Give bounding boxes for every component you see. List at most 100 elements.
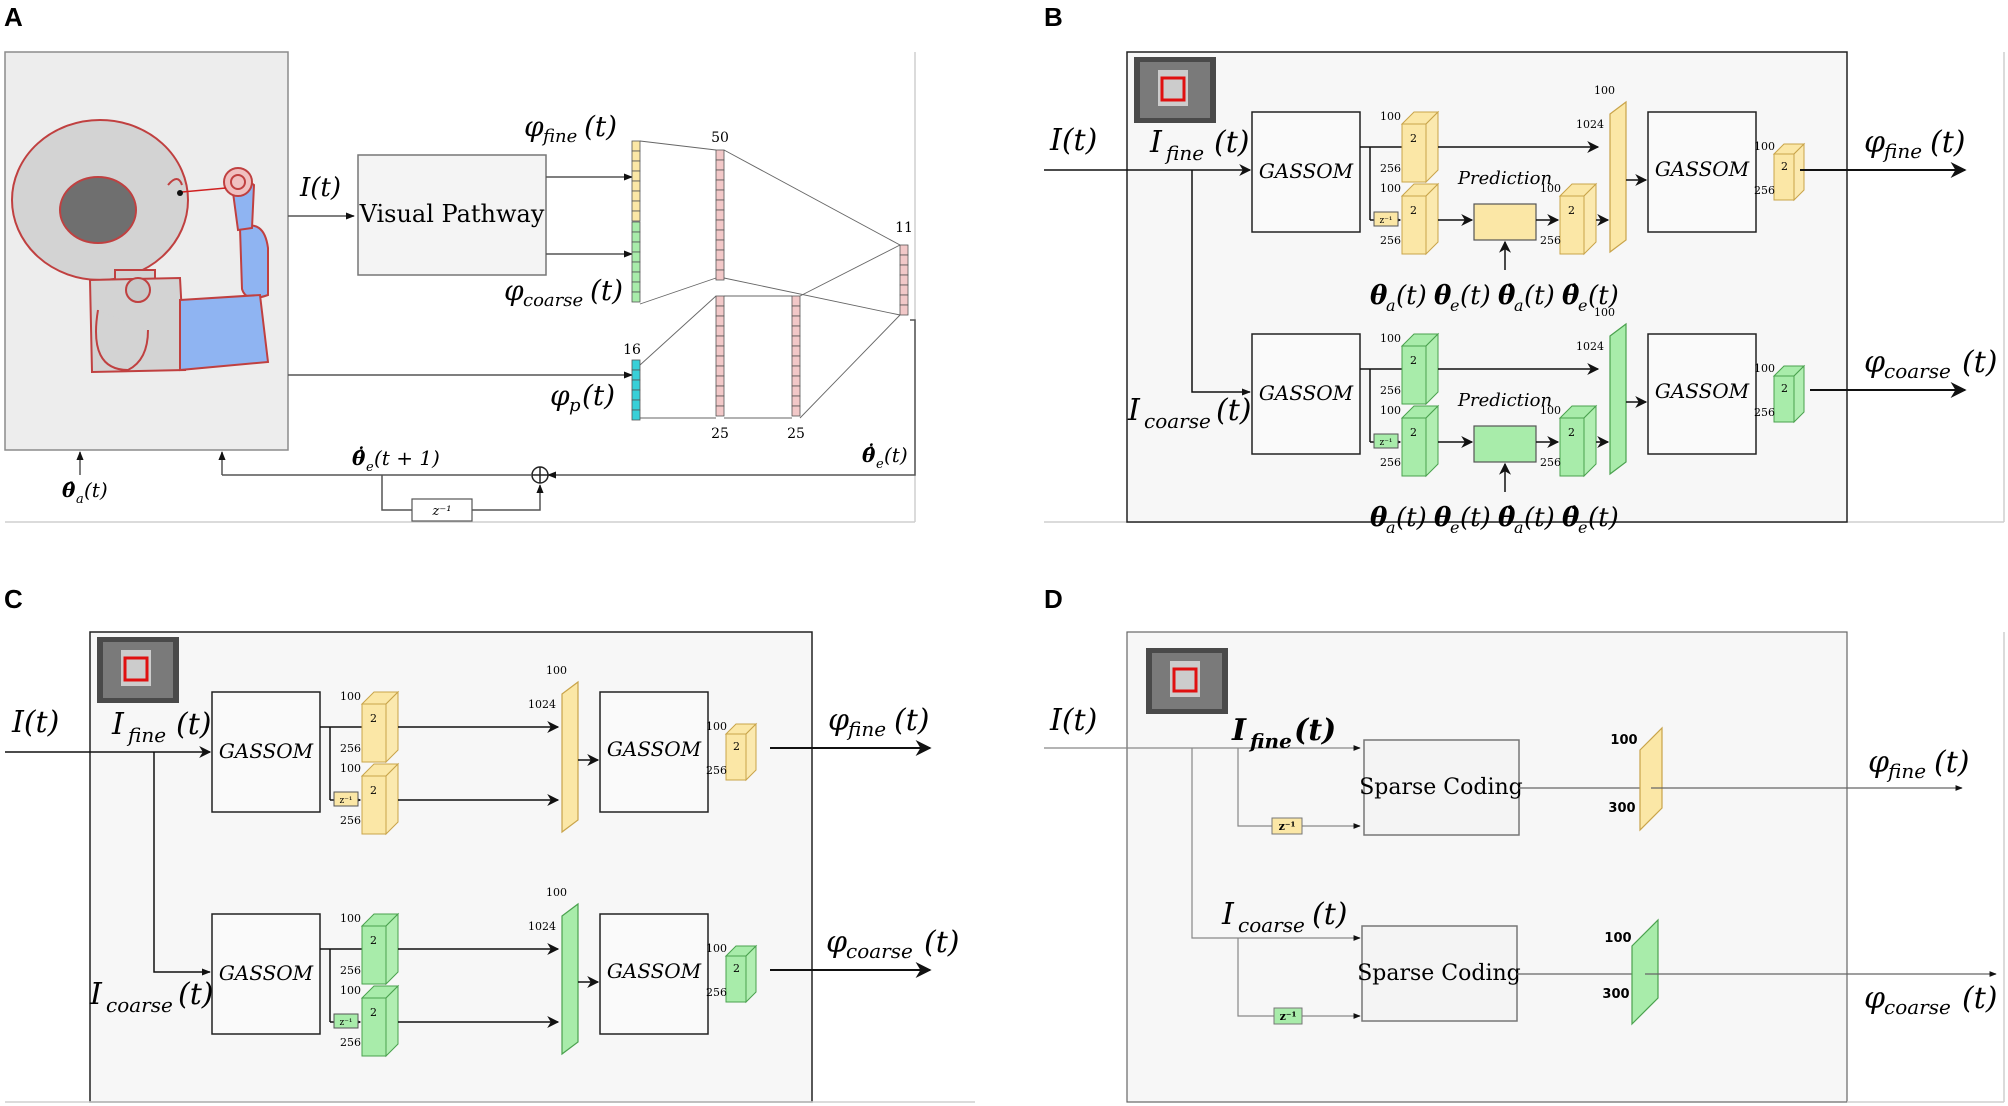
neuron-cell bbox=[899, 294, 909, 306]
d-phi-fine-label: φ fine (t) bbox=[1868, 745, 1969, 783]
robot-illustration bbox=[11, 119, 270, 374]
gassom-box-1 bbox=[1251, 333, 1361, 455]
cube-depth-label: 2 bbox=[370, 784, 377, 797]
svg-text:fine: fine bbox=[1164, 141, 1204, 165]
gassom-label-2: GASSOM bbox=[1655, 379, 1750, 403]
neuron-cell bbox=[715, 385, 725, 397]
svg-text:(t): (t) bbox=[84, 478, 108, 502]
theta-symbol: θ̇ bbox=[1562, 281, 1580, 311]
gassom-label-2: GASSOM bbox=[1655, 157, 1750, 181]
theta-arg: (t) bbox=[1460, 503, 1491, 533]
feature-cube-current bbox=[360, 912, 400, 986]
svg-text:φ: φ bbox=[828, 703, 849, 738]
theta-symbol: θ bbox=[1434, 503, 1452, 533]
cube-front bbox=[361, 997, 387, 1057]
cube-width-label: 256 bbox=[706, 986, 727, 999]
svg-text:(t): (t) bbox=[584, 110, 617, 143]
cube-height-label: 100 bbox=[340, 912, 361, 925]
concat-feature-slab bbox=[561, 680, 579, 834]
slab-top-label: 100 bbox=[1594, 306, 1615, 319]
cube-height-label: 100 bbox=[706, 720, 727, 733]
cube-side bbox=[745, 722, 757, 782]
gassom-box-2 bbox=[599, 691, 709, 813]
delay-chip bbox=[333, 791, 359, 807]
panel-b: B I(t) I fine (t) I coarse (t) GASSOMz⁻¹… bbox=[1044, 2, 2005, 537]
neuron-cell bbox=[715, 335, 725, 347]
neuron-cell bbox=[899, 264, 909, 276]
a-phi-coarse-label: φ coarse (t) bbox=[504, 274, 623, 311]
svg-text:fine: fine bbox=[1882, 139, 1922, 163]
theta-symbol: θ bbox=[1370, 281, 1388, 311]
svg-text:coarse: coarse bbox=[1884, 359, 1951, 383]
cube-side bbox=[1425, 332, 1439, 406]
svg-text:(t): (t) bbox=[894, 703, 929, 738]
svg-text:(t): (t) bbox=[1312, 897, 1347, 932]
neuron-cell bbox=[791, 305, 801, 317]
cube-side bbox=[385, 984, 399, 1058]
neuron-cell bbox=[791, 405, 801, 417]
svg-text:e: e bbox=[366, 460, 374, 475]
cube-front bbox=[725, 733, 747, 781]
output-layer-11 bbox=[899, 244, 909, 316]
d-fine-delay bbox=[1271, 817, 1303, 835]
d-sparse-coding-fine-box bbox=[1363, 739, 1520, 836]
neuron-cell bbox=[715, 345, 725, 357]
neuron-cell bbox=[631, 170, 641, 182]
svg-text:(t): (t) bbox=[1294, 713, 1336, 748]
delay-chip-label: z⁻¹ bbox=[339, 796, 352, 806]
svg-text:θ̂: θ̂ bbox=[62, 478, 76, 502]
neuron-cell bbox=[715, 159, 725, 171]
svg-text:coarse: coarse bbox=[106, 993, 173, 1017]
output-feature-cube bbox=[1772, 142, 1806, 202]
gassom-box-2 bbox=[1647, 111, 1757, 233]
a-phi-p-label: φ p (t) bbox=[550, 379, 615, 416]
svg-text:I: I bbox=[111, 707, 125, 742]
neuron-cell bbox=[631, 291, 641, 303]
b-it-label: I(t) bbox=[1049, 123, 1097, 158]
svg-text:(t): (t) bbox=[1214, 125, 1249, 160]
a-n50: 50 bbox=[711, 130, 729, 146]
cube-height-label: 100 bbox=[1754, 362, 1775, 375]
theta-subscript: e bbox=[1450, 296, 1459, 315]
theta-symbol: θ̇ bbox=[1498, 281, 1516, 311]
cube-front bbox=[361, 925, 387, 985]
d-fine-feature-vector bbox=[1639, 726, 1663, 832]
panel-a: A I(t) Visual Pathway bbox=[4, 2, 916, 523]
neuron-cell bbox=[631, 140, 641, 152]
gassom-box-2 bbox=[599, 913, 709, 1035]
svg-text:I: I bbox=[89, 977, 103, 1012]
cube-height-label: 100 bbox=[1380, 110, 1401, 123]
feature-cube-current bbox=[1400, 110, 1440, 184]
hidden-layer-25a bbox=[715, 295, 725, 417]
svg-text:a: a bbox=[76, 492, 84, 507]
svg-text:(t): (t) bbox=[178, 977, 213, 1012]
neuron-cell bbox=[715, 375, 725, 387]
gassom-box-1 bbox=[1251, 111, 1361, 233]
delay-chip bbox=[333, 1013, 359, 1029]
cube-side bbox=[1425, 404, 1439, 478]
neuron-cell bbox=[631, 399, 641, 411]
neuron-cell bbox=[631, 160, 641, 172]
neuron-cell bbox=[631, 271, 641, 283]
cube-width-label: 256 bbox=[340, 1036, 361, 1049]
connection-line bbox=[723, 149, 901, 246]
svg-text:(t): (t) bbox=[924, 925, 959, 960]
hidden-layer-50 bbox=[715, 149, 725, 281]
theta-arg: (t) bbox=[1524, 503, 1555, 533]
a-it-label: I(t) bbox=[299, 173, 341, 203]
slab-size-label: 1024 bbox=[1576, 118, 1604, 131]
a-theta-e-next-label: θ̂̇ e (t + 1) bbox=[352, 445, 440, 475]
theta-subscript: e bbox=[1578, 518, 1587, 537]
theta-symbol: θ̇ bbox=[1562, 503, 1580, 533]
cube-depth-label: 2 bbox=[1410, 354, 1417, 367]
theta-symbol: θ̇ bbox=[1498, 503, 1516, 533]
gassom-label-1: GASSOM bbox=[219, 739, 314, 763]
neuron-cell bbox=[631, 241, 641, 253]
prediction-block bbox=[1473, 203, 1537, 241]
neuron-cell bbox=[791, 395, 801, 407]
svg-text:p: p bbox=[569, 395, 581, 416]
cube-width-label: 256 bbox=[340, 964, 361, 977]
d-sparse-coding-coarse-label: Sparse Coding bbox=[1357, 961, 1521, 986]
svg-text:φ: φ bbox=[1868, 745, 1889, 780]
